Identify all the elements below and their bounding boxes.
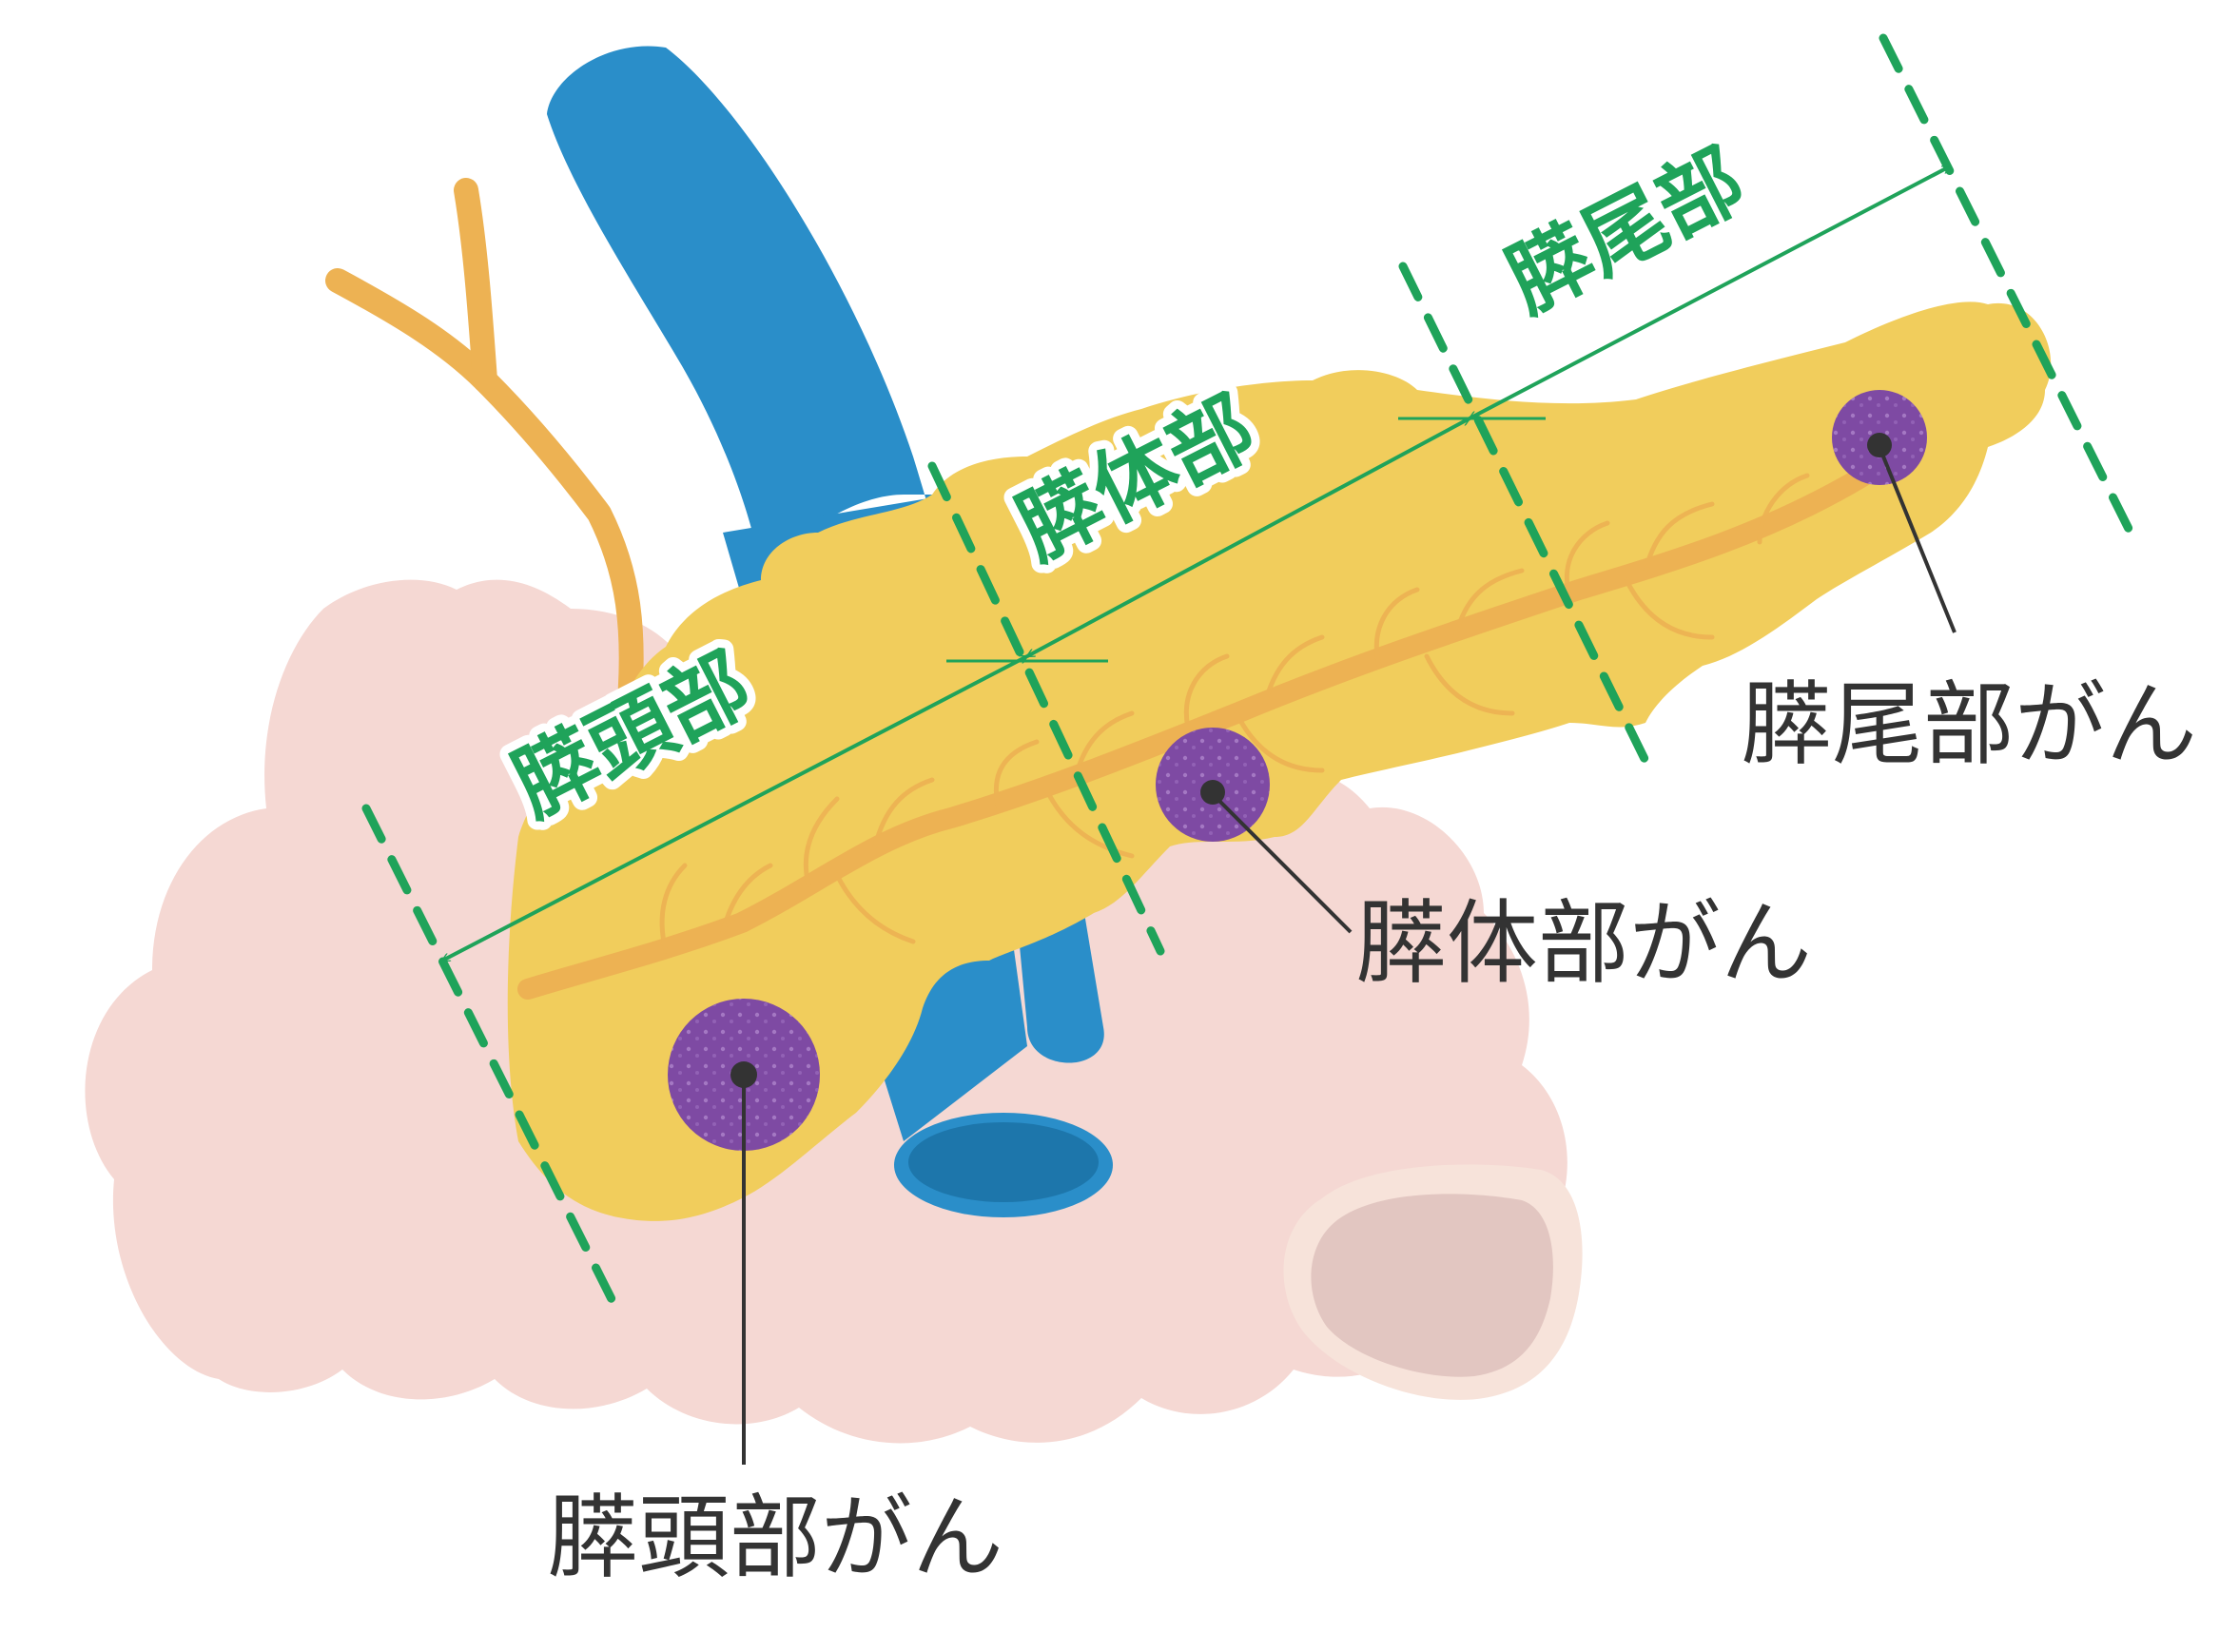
divider-head-left (361, 804, 623, 1317)
leader-tail (1878, 446, 1957, 633)
arrow-body (1027, 417, 1470, 658)
arrow-head (442, 654, 1027, 962)
leader-dots (730, 433, 1892, 1088)
label-body-cancer: 膵体部がん (1355, 890, 1812, 997)
label-tail-cancer: 膵尾部がん (1741, 671, 2197, 778)
label-tail: 膵尾部 (1491, 130, 1760, 332)
leader-body (1211, 792, 1353, 934)
divider-head-body (927, 461, 1165, 956)
leader-lines (742, 446, 1957, 1465)
divider-tail-right (1879, 33, 2135, 537)
label-head-cancer: 膵頭部がん (547, 1485, 1003, 1591)
extent-arrows (442, 165, 1950, 962)
arrow-tail (1470, 165, 1950, 420)
divider-body-tail (1398, 262, 1650, 766)
region-dividers (361, 33, 2135, 1317)
